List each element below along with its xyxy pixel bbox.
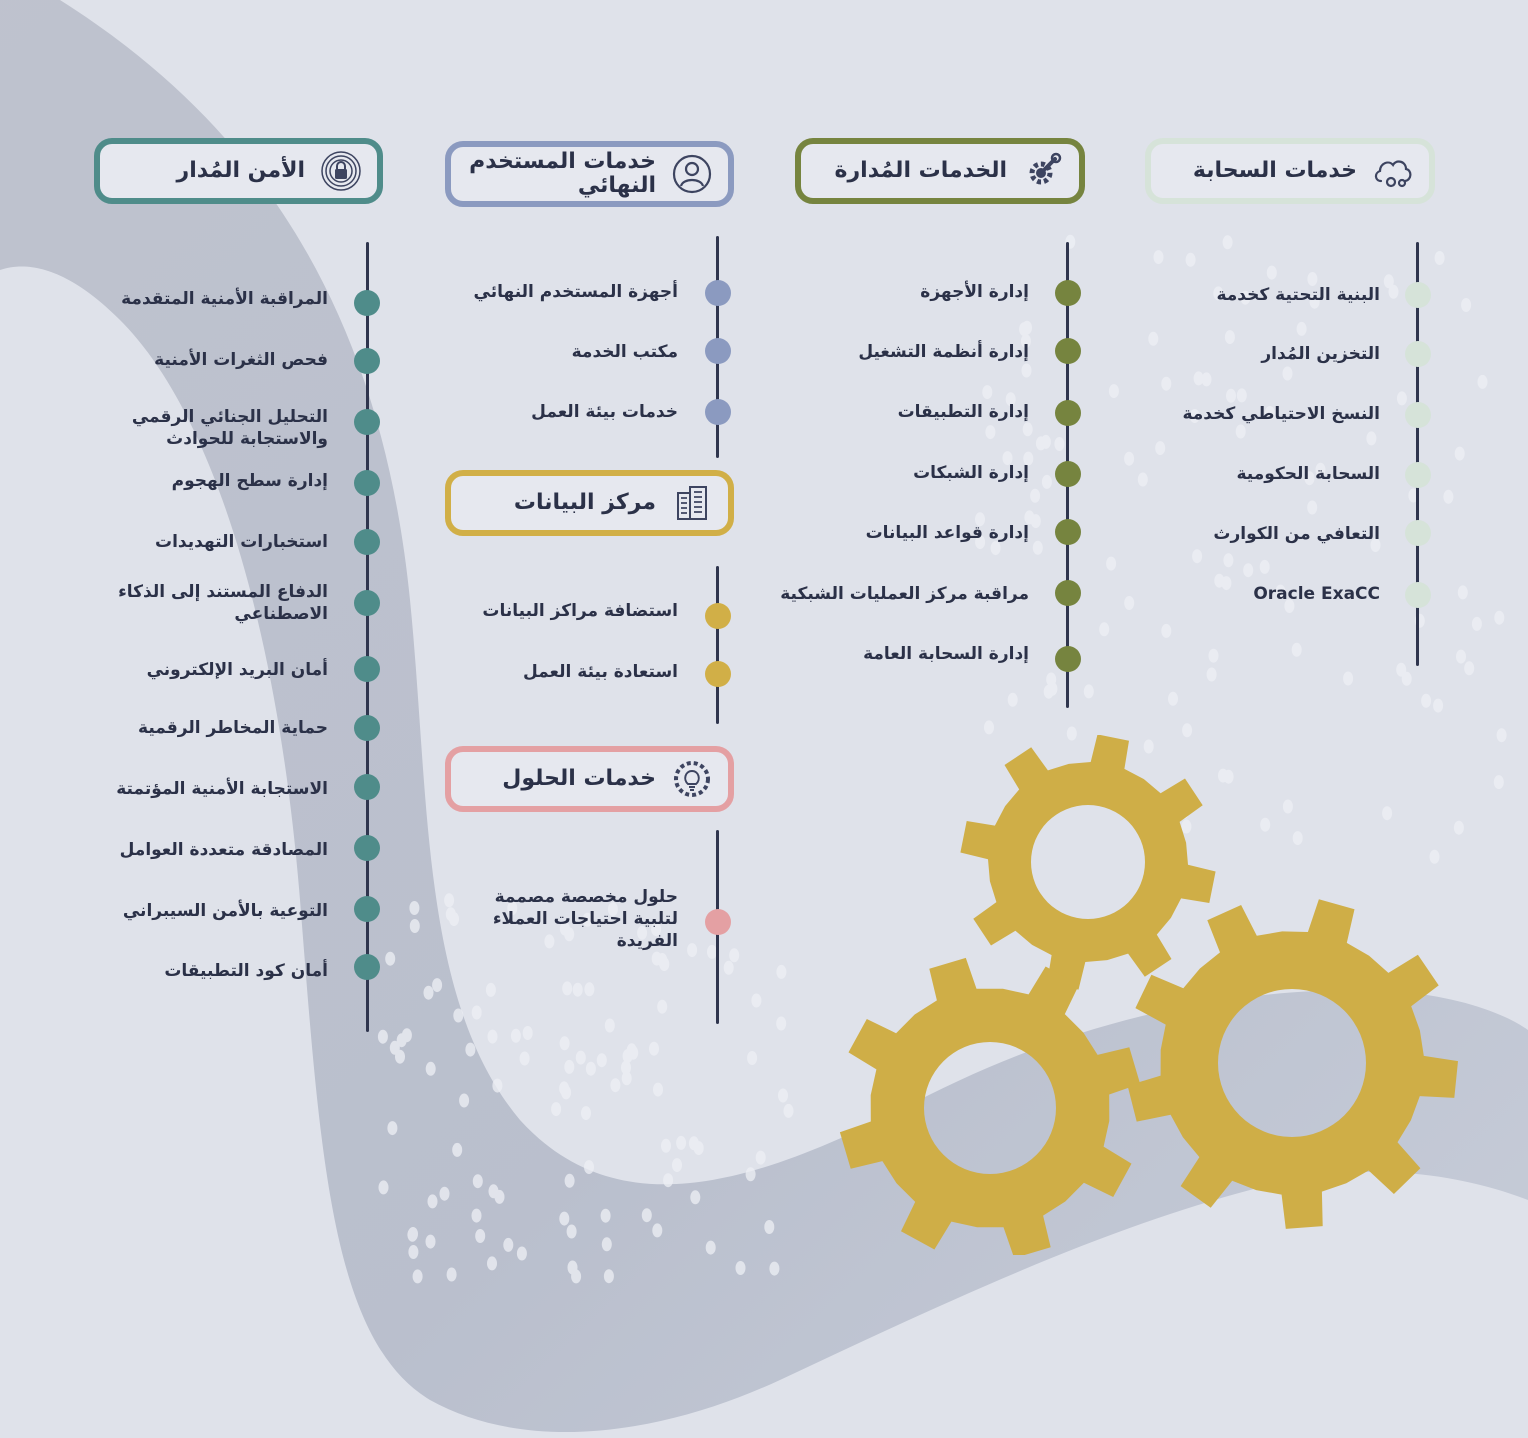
timeline-dot	[354, 590, 380, 616]
header-title: الأمن المُدار	[176, 158, 305, 183]
timeline-dot	[705, 399, 731, 425]
list-item: مراقبة مركز العمليات الشبكية	[780, 584, 1029, 604]
timeline-dot	[705, 661, 731, 687]
timeline-dot	[1405, 520, 1431, 546]
timeline-dot	[1055, 646, 1081, 672]
gear-bottom-left	[839, 957, 1141, 1255]
header-title: خدمات السحابة	[1192, 158, 1357, 183]
header-title: مركز البيانات	[513, 490, 656, 515]
list-item: استعادة بيئة العمل	[522, 662, 678, 682]
gear-bottom-right	[1127, 899, 1458, 1229]
list-item: حلول مخصصة مصممة لتلبية احتياجات العملاء…	[492, 887, 678, 951]
list-item: السحابة الحكومية	[1236, 464, 1380, 484]
timeline-dot	[354, 348, 380, 374]
list-item: أمان كود التطبيقات	[164, 961, 328, 981]
cloud-gears-icon	[1371, 149, 1415, 193]
timeline-dot	[1055, 461, 1081, 487]
list-item: خدمات بيئة العمل	[531, 402, 678, 422]
list-item: المصادقة متعددة العوامل	[119, 840, 328, 860]
list-item: المراقبة الأمنية المتقدمة	[121, 289, 328, 309]
timeline-dot	[705, 603, 731, 629]
list-item: استخبارات التهديدات	[155, 532, 328, 552]
header-managed-services: الخدمات المُدارة	[795, 138, 1085, 204]
header-end-user-services: خدمات المستخدم النهائي	[445, 141, 734, 207]
gear-top	[960, 735, 1216, 990]
list-item: إدارة سطح الهجوم	[171, 471, 328, 491]
list-item: الاستجابة الأمنية المؤتمتة	[116, 779, 328, 799]
list-item: التحليل الجنائي الرقمي والاستجابة للحواد…	[131, 407, 328, 449]
list-item: إدارة الشبكات	[913, 463, 1029, 483]
timeline-line-security	[366, 242, 369, 1032]
timeline-dot	[1055, 580, 1081, 606]
list-item: حماية المخاطر الرقمية	[138, 718, 328, 738]
list-item: إدارة أنظمة التشغيل	[858, 342, 1029, 362]
timeline-dot	[1405, 402, 1431, 428]
timeline-dot	[705, 280, 731, 306]
timeline-dot	[1055, 519, 1081, 545]
list-item: إدارة التطبيقات	[897, 402, 1029, 422]
user-icon	[670, 152, 714, 196]
timeline-dot	[354, 290, 380, 316]
timeline-dot	[354, 409, 380, 435]
timeline-dot	[354, 715, 380, 741]
list-item: Oracle ExaCC	[1253, 584, 1380, 604]
timeline-dot	[1405, 462, 1431, 488]
list-item: التعافي من الكوارث	[1213, 524, 1380, 544]
list-item: مكتب الخدمة	[571, 342, 678, 362]
header-cloud-services: خدمات السحابة	[1145, 138, 1435, 204]
timeline-dot	[354, 896, 380, 922]
timeline-line-cloud	[1416, 242, 1419, 666]
timeline-dot	[1405, 282, 1431, 308]
list-item: أجهزة المستخدم النهائي	[473, 282, 678, 302]
header-title: خدمات الحلول	[502, 766, 656, 791]
timeline-dot	[1405, 582, 1431, 608]
timeline-dot	[705, 338, 731, 364]
timeline-dot	[354, 470, 380, 496]
header-title: خدمات المستخدم النهائي	[469, 149, 656, 198]
timeline-dot	[1055, 280, 1081, 306]
header-title: الخدمات المُدارة	[834, 158, 1007, 183]
list-item: استضافة مراكز البيانات	[482, 601, 678, 621]
header-data-center: مركز البيانات	[445, 470, 734, 536]
building-icon	[670, 481, 714, 525]
header-managed-security: الأمن المُدار	[94, 138, 383, 204]
timeline-line-datacenter	[716, 566, 719, 724]
gears-illustration	[839, 735, 1458, 1255]
list-item: إدارة الأجهزة	[920, 282, 1029, 302]
timeline-dot	[1055, 400, 1081, 426]
list-item: التخزين المُدار	[1261, 344, 1380, 364]
header-solutions-services: خدمات الحلول	[445, 746, 734, 812]
list-item: النسخ الاحتياطي كخدمة	[1182, 404, 1380, 424]
timeline-dot	[705, 909, 731, 935]
timeline-dot	[354, 835, 380, 861]
timeline-dot	[354, 954, 380, 980]
timeline-dot	[1055, 338, 1081, 364]
lock-icon	[319, 149, 363, 193]
timeline-dot	[1405, 341, 1431, 367]
timeline-dot	[354, 656, 380, 682]
timeline-dot	[354, 774, 380, 800]
list-item: أمان البريد الإلكتروني	[146, 660, 328, 680]
lightbulb-gear-icon	[670, 757, 714, 801]
list-item: فحص الثغرات الأمنية	[154, 350, 328, 370]
list-item: إدارة قواعد البيانات	[865, 523, 1029, 543]
list-item: إدارة السحابة العامة	[863, 644, 1029, 664]
list-item: الدفاع المستند إلى الذكاء الاصطناعي	[118, 582, 328, 624]
gear-wrench-icon	[1021, 149, 1065, 193]
timeline-dot	[354, 529, 380, 555]
list-item: البنية التحتية كخدمة	[1216, 285, 1380, 305]
list-item: التوعية بالأمن السيبراني	[122, 901, 328, 921]
